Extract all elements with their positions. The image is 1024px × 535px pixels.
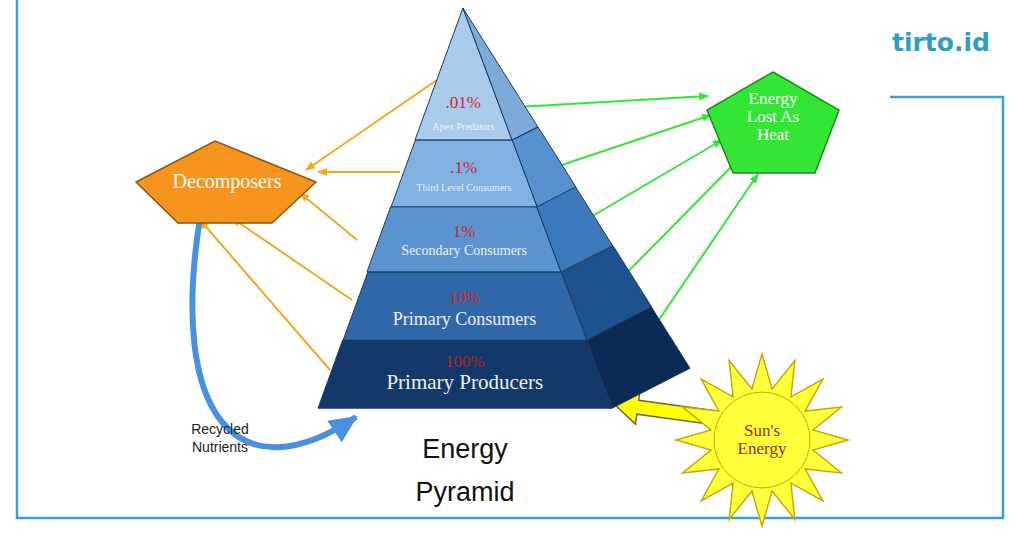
flow-arrow [518, 96, 708, 107]
diagram-node: Energy Lost As Heat [705, 70, 841, 175]
level-label: Primary Producers [355, 371, 575, 393]
energy-percent: 1% [354, 223, 574, 241]
sun-rays [676, 354, 848, 526]
diagram-title: Energy Pyramid [390, 428, 540, 514]
flow-arrow [232, 218, 352, 300]
flow-arrow [200, 220, 330, 370]
energy-percent: 100% [355, 353, 575, 371]
node-label: Energy Lost As Heat [735, 90, 811, 144]
pyramid-band [415, 8, 538, 140]
diagram-node: 10% Primary Consumers [343, 246, 652, 340]
sun-disc [714, 392, 810, 488]
flow-arrow [192, 218, 356, 447]
band-side [463, 8, 538, 140]
flow-arrow [547, 115, 711, 170]
diagram-node: Decomposers [134, 139, 320, 225]
diagram-node: .1%Third Level Consumers [391, 127, 576, 207]
energy-percent: .01% [353, 94, 573, 112]
diagram-node: 1%Secondary Consumers [367, 187, 613, 272]
node-label: Decomposers [134, 171, 320, 192]
band-front [318, 340, 612, 408]
flow-arrow [572, 140, 722, 228]
diagram-node: Sun's Energy [674, 352, 850, 528]
level-label: Primary Consumers [354, 310, 574, 329]
pyramid-band [391, 127, 576, 207]
node-label: Sun's Energy [724, 422, 800, 458]
diagram-node: .01%Apex Predators [415, 8, 538, 140]
energy-percent: 10% [354, 289, 574, 307]
level-label: Third Level Consumers [354, 183, 574, 194]
pentagon-outline [707, 72, 839, 173]
edge-label: Recycled Nutrients [180, 420, 260, 456]
frame-line [17, 0, 1003, 518]
band-front [343, 272, 587, 340]
level-label: Secondary Consumers [354, 244, 574, 259]
flow-arrow [300, 193, 357, 240]
pyramid-band [367, 187, 613, 272]
band-side [587, 307, 690, 408]
flow-arrow [318, 171, 400, 173]
watermark: tirto.id [892, 30, 1002, 56]
energy-percent: .1% [354, 159, 574, 177]
diagram-node: 100%Primary Producers [318, 307, 690, 408]
